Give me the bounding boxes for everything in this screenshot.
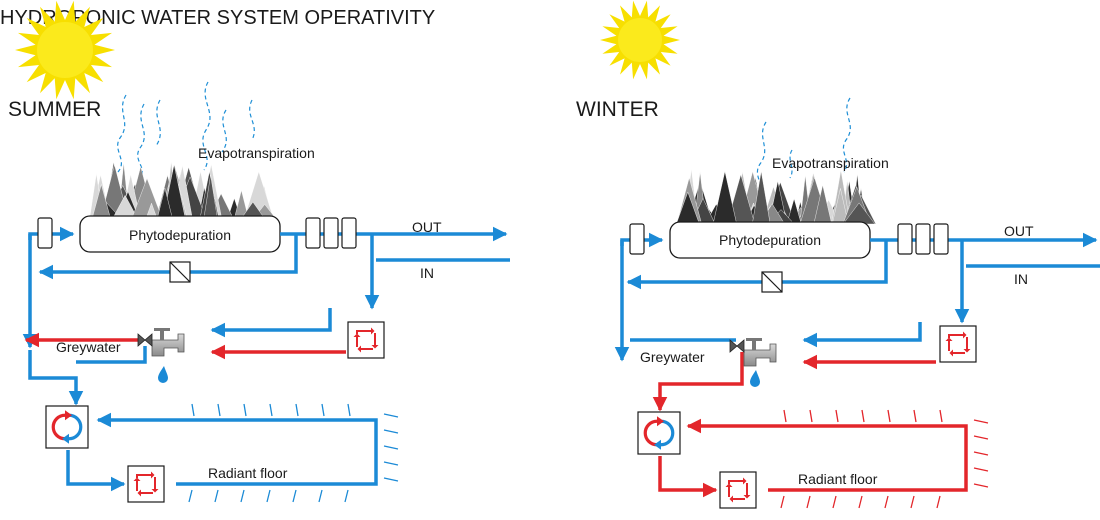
heat-pump-icon bbox=[637, 411, 681, 455]
diagram-title: HYDROPONIC WATER SYSTEM OPERATIVITY bbox=[0, 7, 435, 29]
vapor-icon bbox=[117, 81, 255, 179]
radiant-floor-label-winter: Radiant floor bbox=[798, 471, 878, 487]
check-valve-icon bbox=[761, 271, 783, 293]
hot-water-pipes-winter bbox=[652, 352, 968, 498]
greywater-label-summer: Greywater bbox=[56, 339, 121, 355]
hot-water-pipes-summer bbox=[24, 332, 346, 360]
filter-icon bbox=[37, 217, 357, 249]
season-label-winter: WINTER bbox=[576, 98, 659, 121]
heat-exchanger-icon bbox=[347, 321, 385, 359]
evapotranspiration-label-summer: Evapotranspiration bbox=[198, 145, 315, 161]
vapor-icon bbox=[756, 97, 851, 197]
tap-icon bbox=[729, 338, 777, 367]
heat-exchanger-icon bbox=[719, 471, 757, 509]
out-label-winter: OUT bbox=[1004, 223, 1034, 239]
heat-rays-icon bbox=[780, 409, 989, 509]
plant-bed-icon bbox=[89, 161, 276, 219]
filter-icon bbox=[629, 223, 949, 255]
summer-panel: SUMMER Evapotranspiration Phytodepuratio… bbox=[8, 0, 510, 503]
sun-icon bbox=[15, 0, 115, 100]
cold-water-pipes-summer bbox=[22, 226, 510, 492]
heat-exchanger-icon bbox=[127, 465, 165, 503]
check-valve-icon bbox=[169, 261, 191, 283]
greywater-label-winter: Greywater bbox=[640, 349, 705, 365]
phytodepuration-label-winter: Phytodepuration bbox=[719, 232, 821, 248]
tap-icon bbox=[137, 328, 185, 357]
heat-pump-icon bbox=[45, 405, 89, 449]
water-drop-icon bbox=[158, 366, 168, 383]
season-label-summer: SUMMER bbox=[8, 98, 101, 121]
in-label-summer: IN bbox=[420, 265, 434, 281]
phytodepuration-label-summer: Phytodepuration bbox=[129, 227, 231, 243]
heat-rays-icon bbox=[188, 403, 399, 503]
plant-bed-icon bbox=[676, 168, 877, 225]
water-drop-icon bbox=[750, 370, 760, 387]
in-label-winter: IN bbox=[1014, 271, 1028, 287]
heat-exchanger-icon bbox=[939, 325, 977, 363]
sun-icon bbox=[600, 0, 680, 80]
out-label-summer: OUT bbox=[412, 219, 442, 235]
radiant-floor-label-summer: Radiant floor bbox=[208, 465, 288, 481]
winter-panel: WINTER Evapotranspiration Phytodepuratio… bbox=[576, 0, 1100, 509]
evapotranspiration-label-winter: Evapotranspiration bbox=[772, 155, 889, 171]
